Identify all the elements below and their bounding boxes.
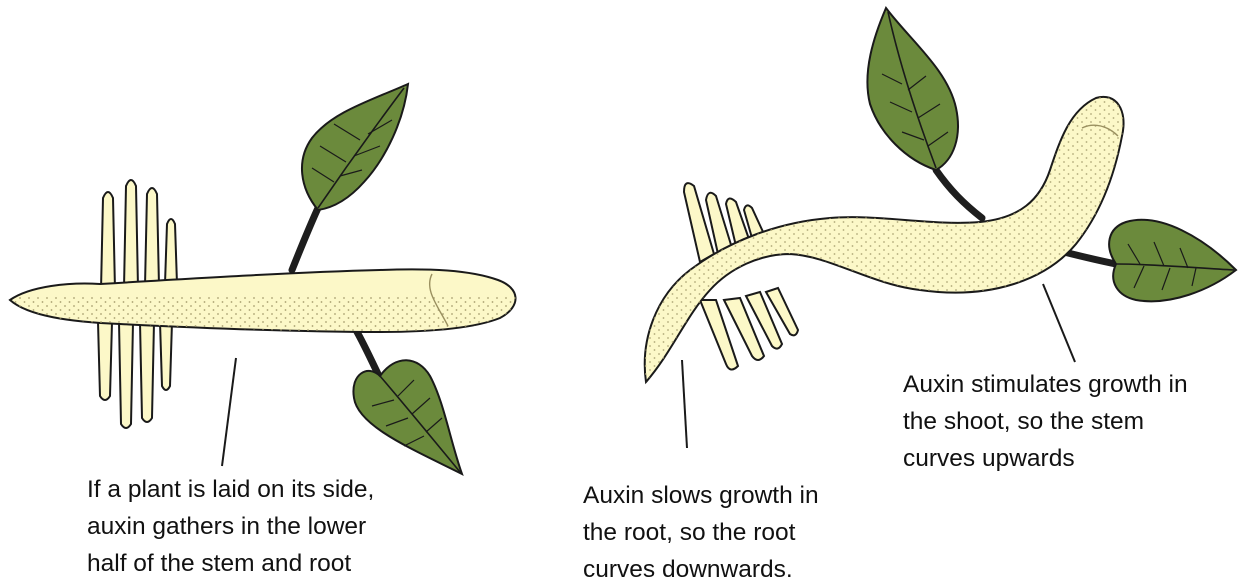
caption-line: auxin gathers in the lower [87, 508, 374, 545]
root-caption: Auxin slows growth in the root, so the r… [583, 477, 819, 588]
upper-leaf [302, 84, 408, 210]
upper-petiole [292, 208, 318, 270]
caption-line: Auxin slows growth in [583, 477, 819, 514]
horizontal-plant [10, 84, 516, 474]
horizontal-plant-caption: If a plant is laid on its side, auxin ga… [87, 471, 374, 582]
lower-right-petiole [1064, 252, 1116, 264]
caption-line: half of the stem and root [87, 545, 374, 582]
lower-right-leaf [1109, 220, 1236, 301]
leader-line-horizontal [222, 358, 236, 466]
upper-right-petiole [936, 170, 982, 218]
caption-line: curves downwards. [583, 551, 819, 588]
caption-line: If a plant is laid on its side, [87, 471, 374, 508]
shoot-caption: Auxin stimulates growth in the shoot, so… [903, 366, 1188, 477]
lower-leaf [353, 360, 462, 474]
caption-line: curves upwards [903, 440, 1188, 477]
caption-line: the shoot, so the stem [903, 403, 1188, 440]
leader-line-shoot [1043, 284, 1075, 362]
caption-line: the root, so the root [583, 514, 819, 551]
caption-line: Auxin stimulates growth in [903, 366, 1188, 403]
leader-line-root [682, 360, 687, 448]
upper-right-leaf [867, 8, 958, 170]
